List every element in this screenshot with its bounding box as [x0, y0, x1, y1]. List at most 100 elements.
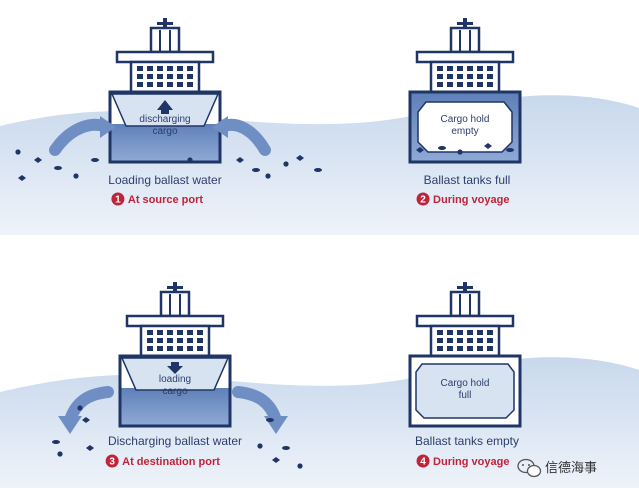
arrow-up-icon: [157, 100, 173, 114]
organism-icon: [252, 168, 260, 172]
window: [167, 330, 173, 335]
organism-icon: [457, 149, 463, 155]
funnel: [159, 290, 191, 318]
window: [487, 346, 493, 351]
window: [167, 346, 173, 351]
window: [157, 330, 163, 335]
window: [177, 66, 183, 71]
bridge-wing: [115, 50, 215, 64]
window: [457, 330, 463, 335]
ballast-water: [121, 388, 229, 425]
window: [457, 338, 463, 343]
arrow-down-icon: [167, 362, 183, 374]
window: [477, 74, 483, 79]
window: [187, 66, 193, 71]
organism-icon: [86, 445, 94, 451]
window: [437, 74, 443, 79]
organism-icon: [438, 146, 446, 150]
window: [437, 66, 443, 71]
wechat-icon: [517, 458, 542, 478]
bridge-wing: [415, 314, 515, 328]
window: [487, 74, 493, 79]
watermark: 信德海事: [517, 458, 597, 478]
window: [147, 74, 153, 79]
window: [437, 330, 443, 335]
bridge-wing: [125, 314, 225, 328]
funnel: [149, 26, 181, 54]
organism-icon: [236, 157, 244, 163]
window: [177, 82, 183, 87]
window: [187, 338, 193, 343]
window: [197, 330, 203, 335]
organism-icon: [77, 405, 83, 411]
window: [167, 66, 173, 71]
window: [147, 346, 153, 351]
organism-icon: [187, 157, 193, 163]
organism-icon: [57, 451, 63, 457]
inner-label: Cargo hold: [441, 378, 490, 389]
window: [157, 66, 163, 71]
funnel: [449, 290, 481, 318]
step-badge: [416, 192, 430, 206]
window: [177, 330, 183, 335]
window: [477, 82, 483, 87]
window: [147, 338, 153, 343]
window: [487, 66, 493, 71]
window: [477, 346, 483, 351]
window: [457, 346, 463, 351]
sea-top: [0, 95, 639, 236]
window: [197, 346, 203, 351]
window: [187, 74, 193, 79]
step-number: 4: [420, 457, 426, 468]
window: [147, 330, 153, 335]
caption-p4: Ballast tanks empty 4 During voyage: [415, 434, 519, 468]
window: [157, 74, 163, 79]
window: [187, 330, 193, 335]
organism-icon: [296, 155, 304, 161]
window: [167, 338, 173, 343]
window: [137, 74, 143, 79]
window: [467, 346, 473, 351]
funnel: [449, 26, 481, 54]
organism-icon: [91, 158, 99, 162]
window: [447, 346, 453, 351]
cargo-hold: [417, 101, 513, 153]
window: [467, 330, 473, 335]
caption-text: Discharging ballast water: [108, 434, 242, 448]
inner-label: loading: [159, 374, 191, 385]
mast-crossbar: [457, 286, 473, 289]
step-text: During voyage: [433, 194, 509, 206]
watermark-text: 信德海事: [545, 461, 597, 476]
window: [467, 74, 473, 79]
mast-crossbar: [167, 286, 183, 289]
step-number: 2: [420, 195, 426, 206]
cargo-hold: [415, 363, 515, 419]
step-text: At source port: [128, 194, 204, 206]
mast-crossbar: [157, 22, 173, 25]
window: [157, 338, 163, 343]
window: [477, 330, 483, 335]
window: [157, 82, 163, 87]
window: [447, 330, 453, 335]
organism-icon: [266, 418, 274, 422]
window: [437, 346, 443, 351]
caption-text: Ballast tanks empty: [415, 434, 519, 448]
window: [147, 66, 153, 71]
organism-icon: [282, 446, 290, 450]
window: [187, 82, 193, 87]
inner-label: discharging: [139, 114, 190, 125]
organism-icon: [314, 168, 322, 172]
window: [487, 330, 493, 335]
window: [167, 82, 173, 87]
inner-label: cargo: [162, 386, 187, 397]
step-text: During voyage: [433, 456, 509, 468]
caption-text: Loading ballast water: [108, 173, 221, 187]
inner-label: empty: [451, 126, 478, 137]
organism-icon: [283, 161, 289, 167]
window: [447, 338, 453, 343]
